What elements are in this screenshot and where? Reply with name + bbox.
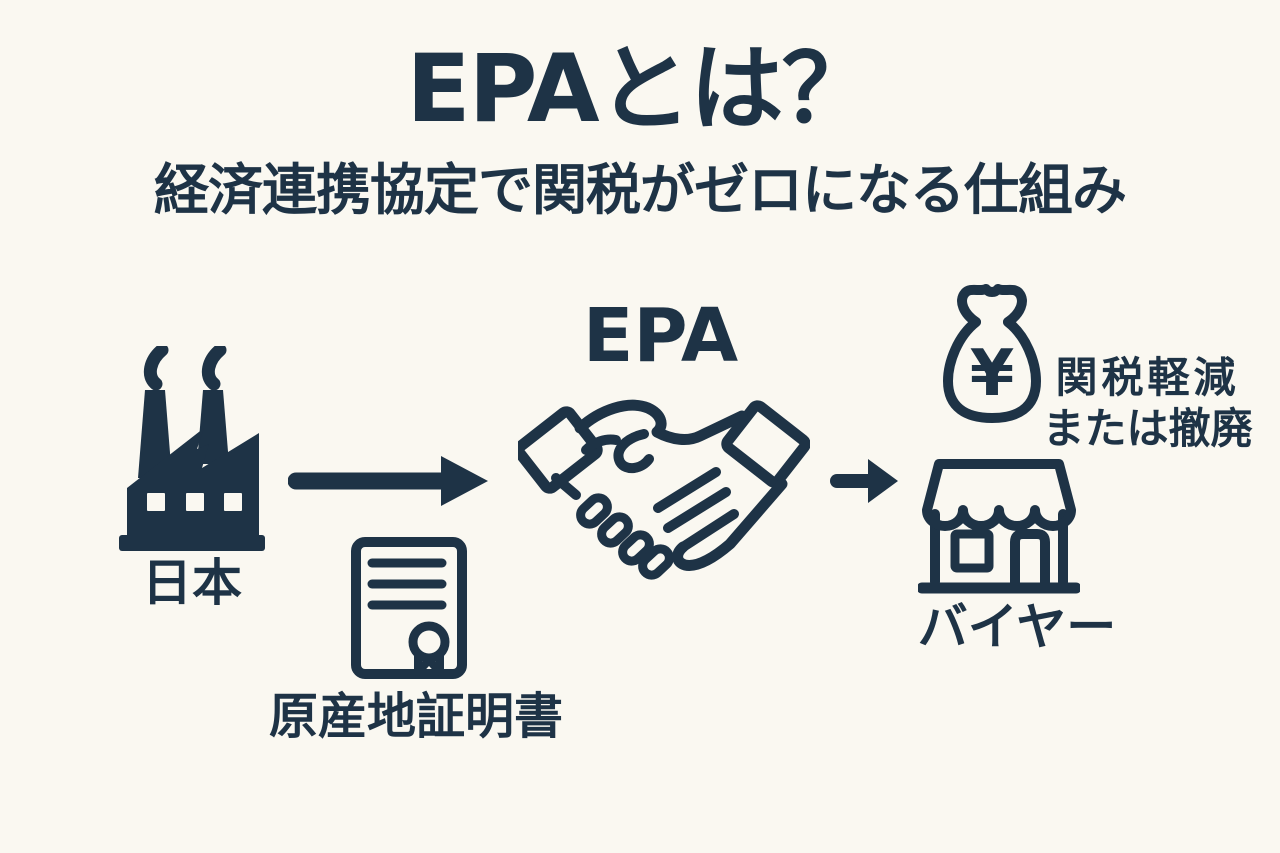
step-japan <box>112 343 267 555</box>
finger-line <box>678 509 739 552</box>
knuckle <box>597 512 633 548</box>
chimney-right <box>197 390 229 464</box>
buyer-label: バイヤー <box>917 598 1117 656</box>
factory-building <box>127 428 259 546</box>
bag-body <box>943 317 1041 423</box>
certificate-label: 原産地証明書 <box>268 688 563 745</box>
wrist-line <box>551 473 581 500</box>
knuckle <box>576 493 612 529</box>
factory-window <box>224 493 242 511</box>
yen-symbol: ¥ <box>970 337 1015 411</box>
step-buyer <box>916 456 1082 600</box>
step-epa <box>513 398 811 584</box>
arrow-epa-to-buyer <box>830 459 898 503</box>
benefit-label: 関税軽減 または撤廃 <box>1040 352 1255 454</box>
store-window <box>950 529 994 573</box>
factory-icon <box>119 343 265 551</box>
document-outline <box>351 537 467 679</box>
store-door <box>1010 529 1050 592</box>
fingertip-curve <box>581 434 621 455</box>
right-cuff <box>721 400 811 488</box>
arrow-head <box>868 459 898 503</box>
seal-circle <box>408 621 450 663</box>
chimney-left <box>138 390 172 478</box>
handshake-icon <box>513 399 811 580</box>
certificate-icon <box>351 537 467 679</box>
benefit-line2: または撤廃 <box>1042 404 1253 454</box>
finger-line <box>663 487 731 533</box>
right-hand-bottom-outline <box>672 478 788 571</box>
factory-window <box>186 493 204 511</box>
thumb <box>613 429 654 474</box>
storefront-icon <box>916 459 1082 594</box>
benefit-money-bag: ¥ <box>936 284 1048 430</box>
factory-window <box>147 493 165 511</box>
knuckle <box>638 544 674 580</box>
finger-line <box>653 467 721 513</box>
store-awning <box>922 459 1076 531</box>
arrow-head <box>441 456 488 506</box>
smoke-left <box>143 343 169 391</box>
epa-label: EPA <box>582 293 739 379</box>
arrow-japan-to-epa <box>288 456 488 506</box>
smoke-right <box>201 343 227 391</box>
factory-base <box>119 535 265 551</box>
page-title: EPAとは？ <box>406 35 875 144</box>
knuckle <box>618 530 654 566</box>
benefit-line1: 関税軽減 <box>1055 353 1240 402</box>
money-bag-icon: ¥ <box>943 284 1041 423</box>
step-certificate <box>350 536 468 690</box>
hands-top-outline <box>574 399 748 445</box>
japan-label: 日本 <box>142 554 242 612</box>
page-subtitle: 経済連携協定で関税がゼロになる仕組み <box>153 158 1127 222</box>
bag-knot <box>957 284 1027 327</box>
